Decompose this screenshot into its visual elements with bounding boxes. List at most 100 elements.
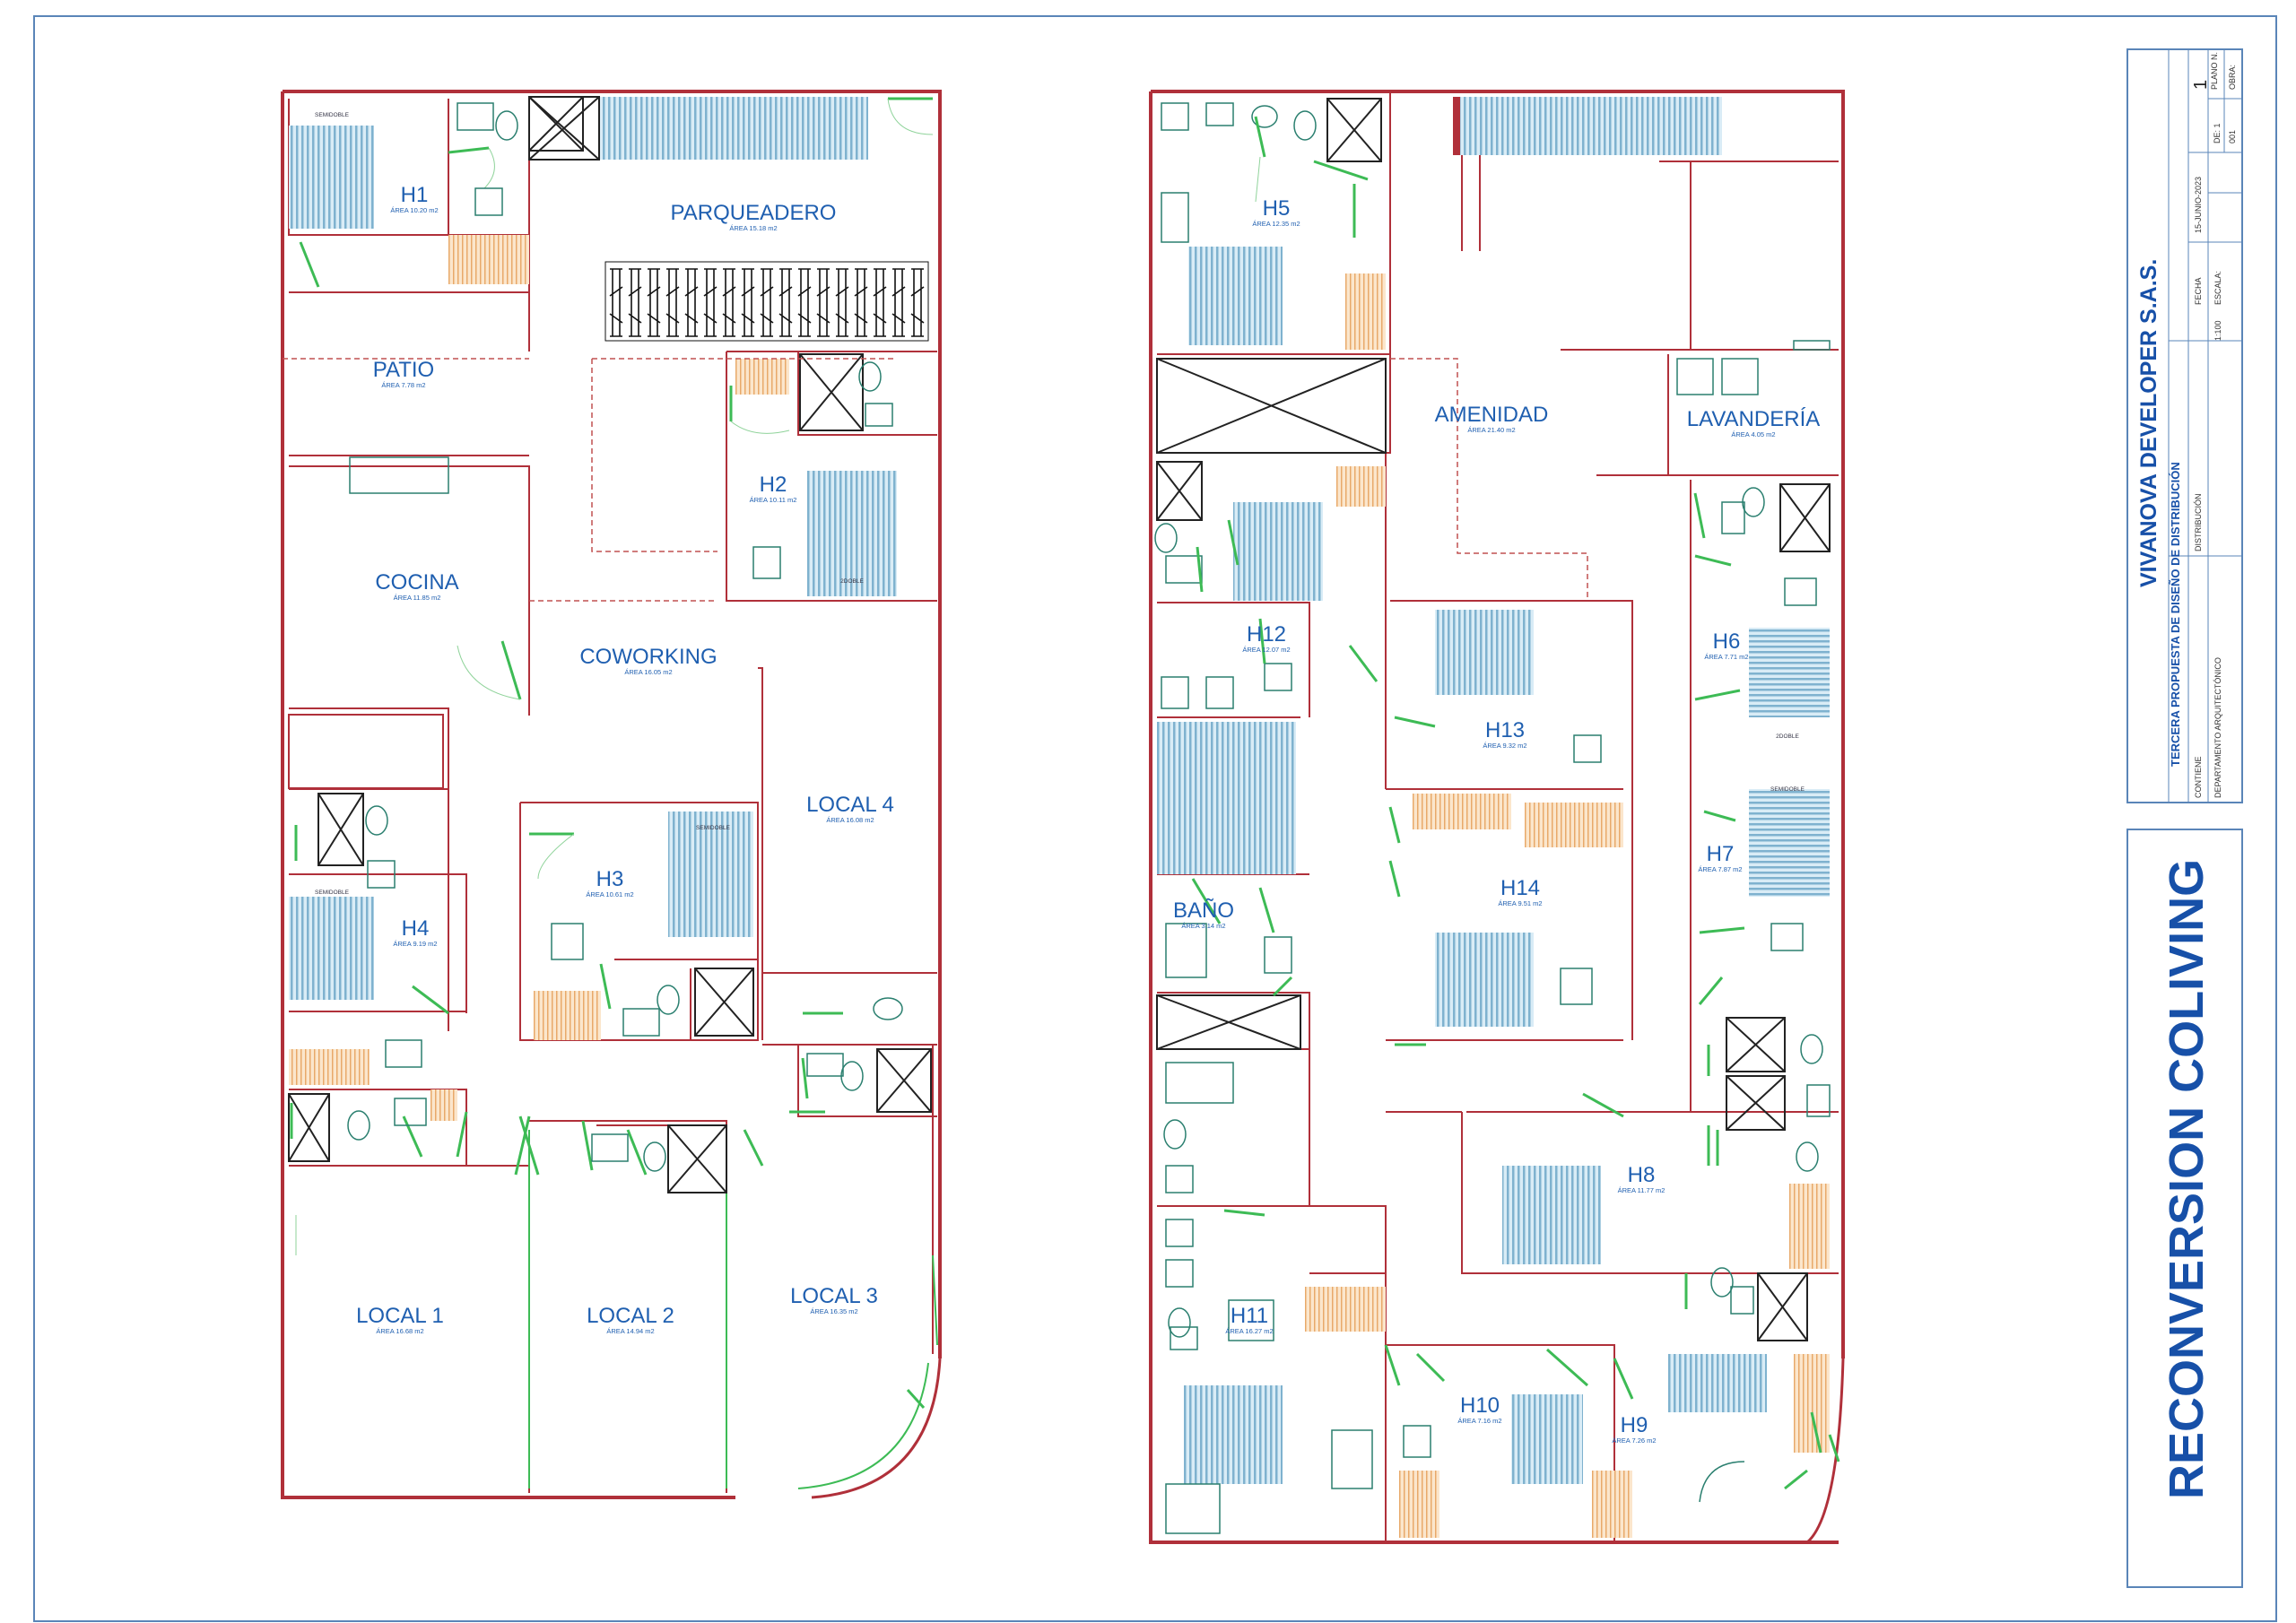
room-cocina-area: ÁREA 11.85 m2	[394, 594, 441, 602]
bicycle-rack-units	[609, 268, 925, 337]
bicycle-icon	[609, 268, 623, 337]
room-h5-name: H5	[1263, 196, 1291, 221]
room-h10-name: H10	[1460, 1393, 1500, 1418]
room-h9-area: ÁREA 7.26 m2	[1612, 1436, 1656, 1445]
parking-ramp	[528, 96, 868, 161]
room-h5-area: ÁREA 12.35 m2	[1252, 220, 1300, 228]
bed-tag-h3: SEMIDOBLE	[696, 825, 731, 831]
title-block-upper	[2126, 48, 2243, 803]
sheet-frame	[33, 15, 2277, 1622]
bicycle-icon	[647, 268, 661, 337]
room-cocina-name: COCINA	[375, 570, 458, 595]
room-local1-area: ÁREA 16.68 m2	[376, 1327, 423, 1335]
design-subtitle: TERCERA PROPUESTA DE DISEÑO DE DISTRIBUC…	[2169, 462, 2182, 767]
room-h1-area: ÁREA 10.20 m2	[390, 206, 438, 214]
bicycle-icon	[797, 268, 812, 337]
obra-value: 001	[2228, 130, 2237, 143]
room-local1-name: LOCAL 1	[356, 1304, 444, 1328]
de-label: DE: 1	[2213, 123, 2222, 143]
room-h13-area: ÁREA 9.32 m2	[1483, 742, 1526, 750]
bicycle-icon	[703, 268, 718, 337]
room-h8-area: ÁREA 11.77 m2	[1618, 1186, 1665, 1194]
depto-label: DEPARTAMENTO ARQUITECTÓNICO	[2213, 657, 2222, 798]
room-bano-name: BAÑO	[1173, 898, 1234, 923]
room-bano-area: ÁREA 3.14 m2	[1181, 922, 1225, 930]
bicycle-icon	[816, 268, 831, 337]
bed-tag-h2: 2DOBLE	[840, 578, 864, 585]
room-h4-area: ÁREA 9.19 m2	[393, 940, 437, 948]
room-h1-name: H1	[401, 183, 429, 207]
room-h3-area: ÁREA 10.61 m2	[586, 890, 633, 898]
room-h14-area: ÁREA 9.51 m2	[1498, 899, 1542, 907]
room-local3-name: LOCAL 3	[790, 1284, 878, 1308]
room-h7-area: ÁREA 7.87 m2	[1698, 865, 1742, 873]
contiene-label: CONTIENE	[2194, 756, 2203, 798]
room-h12-area: ÁREA 12.07 m2	[1242, 646, 1290, 654]
room-local4-area: ÁREA 16.08 m2	[826, 816, 874, 824]
furniture-ground	[283, 96, 932, 1193]
room-labels: H1 ÁREA 10.20 m2 PARQUEADERO ÁREA 15.18 …	[356, 183, 1820, 1445]
room-h6-area: ÁREA 7.71 m2	[1704, 653, 1748, 661]
fecha-value: 15-JUNIO-2023	[2194, 177, 2203, 233]
room-coworking-name: COWORKING	[579, 645, 717, 669]
plano-number: 1	[2191, 80, 2211, 90]
room-lavanderia-area: ÁREA 4.05 m2	[1731, 430, 1775, 438]
bicycle-icon	[628, 268, 642, 337]
bicycle-rack	[604, 261, 929, 342]
bicycle-icon	[910, 268, 925, 337]
escala-value: 1:100	[2213, 320, 2222, 341]
bicycle-icon	[778, 268, 793, 337]
room-coworking-area: ÁREA 16.05 m2	[624, 668, 672, 676]
bicycle-icon	[835, 268, 849, 337]
bicycle-icon	[684, 268, 699, 337]
room-local3-area: ÁREA 16.35 m2	[810, 1307, 857, 1315]
title-block: VIVANOVA DEVELOPER S.A.S. TERCERA PROPUE…	[2126, 48, 2243, 1588]
room-h8-name: H8	[1628, 1163, 1656, 1187]
room-h9-name: H9	[1621, 1413, 1648, 1437]
room-h10-area: ÁREA 7.16 m2	[1457, 1417, 1501, 1425]
plano-label: PLANO N.	[2210, 52, 2219, 90]
bed-tag-h6: 2DOBLE	[1776, 733, 1799, 740]
room-h14-name: H14	[1500, 876, 1540, 900]
room-h11-area: ÁREA 16.27 m2	[1225, 1327, 1273, 1335]
room-h11-name: H11	[1231, 1304, 1268, 1328]
bicycle-icon	[741, 268, 755, 337]
furniture-upper	[1154, 97, 1840, 1538]
contiene-value: DISTRIBUCIÓN	[2194, 493, 2203, 551]
room-patio-name: PATIO	[373, 358, 434, 382]
room-h2-area: ÁREA 10.11 m2	[750, 496, 797, 504]
room-patio-area: ÁREA 7.78 m2	[381, 381, 425, 389]
bed-tag-h1: SEMIDOBLE	[315, 112, 350, 118]
plan-ground-floor	[281, 90, 942, 1499]
room-h4-name: H4	[402, 916, 430, 941]
room-h12-name: H12	[1247, 622, 1286, 647]
company-name: VIVANOVA DEVELOPER S.A.S.	[2136, 259, 2161, 587]
bicycle-icon	[854, 268, 868, 337]
room-h7-name: H7	[1707, 842, 1735, 866]
room-local2-name: LOCAL 2	[587, 1304, 674, 1328]
bed-tags: SEMIDOBLE 2DOBLE SEMIDOBLE SEMIDOBLE 2DO…	[315, 112, 1805, 896]
room-h6-name: H6	[1713, 629, 1741, 654]
bicycle-icon	[873, 268, 887, 337]
bicycle-icon	[722, 268, 736, 337]
room-h2-name: H2	[760, 473, 787, 497]
room-amenidad-name: AMENIDAD	[1435, 403, 1549, 427]
room-local2-area: ÁREA 14.94 m2	[606, 1327, 654, 1335]
project-title: RECONVERSION COLIVING	[2160, 859, 2213, 1499]
room-h3-name: H3	[596, 867, 624, 891]
room-h13-name: H13	[1485, 718, 1525, 742]
room-amenidad-area: ÁREA 21.40 m2	[1467, 426, 1515, 434]
room-parqueadero-name: PARQUEADERO	[671, 201, 837, 225]
room-lavanderia-name: LAVANDERÍA	[1687, 407, 1821, 431]
bed-tag-h7: SEMIDOBLE	[1770, 786, 1805, 793]
bicycle-icon	[760, 268, 774, 337]
obra-label: OBRA:	[2228, 65, 2237, 90]
title-block-lower	[2126, 829, 2243, 1588]
bed-tag-h4: SEMIDOBLE	[315, 890, 350, 896]
fecha-label: FECHA	[2194, 277, 2203, 305]
room-parqueadero-area: ÁREA 15.18 m2	[729, 224, 777, 232]
escala-label: ESCALA:	[2213, 271, 2222, 305]
room-local4-name: LOCAL 4	[806, 793, 894, 817]
bicycle-icon	[665, 268, 680, 337]
